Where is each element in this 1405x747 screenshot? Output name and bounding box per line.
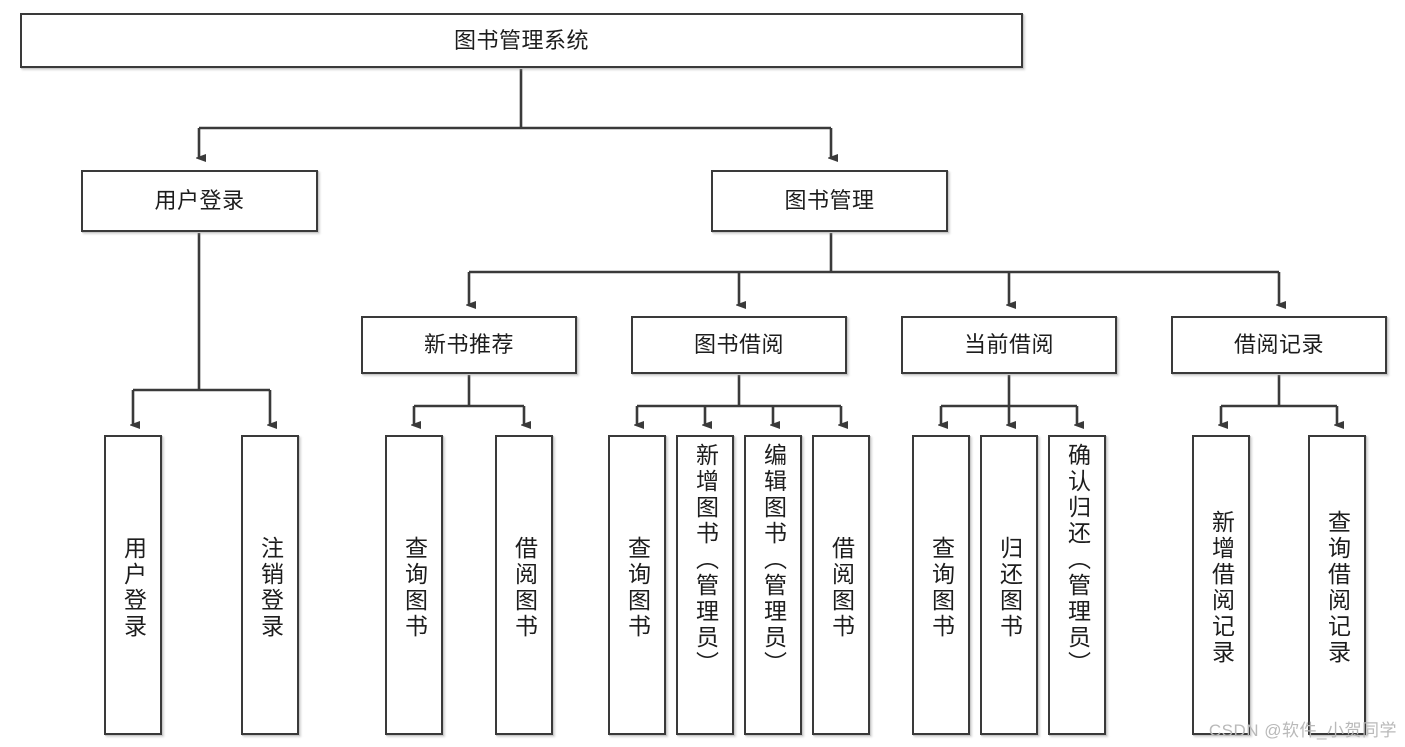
leaf-query-book-borrow-label: 查询图书 <box>624 536 651 640</box>
node-user-login-label: 用户登录 <box>154 188 245 214</box>
node-new-book-recommend-label: 新书推荐 <box>423 332 514 358</box>
leaf-logout-label: 注销登录 <box>257 536 284 640</box>
leaf-borrow-book-label: 借阅图书 <box>828 536 855 640</box>
leaf-query-borrow-record-label: 查询借阅记录 <box>1324 510 1351 666</box>
leaf-add-book-admin[interactable]: 新增图书（管理员） <box>676 435 734 735</box>
leaf-user-login-label: 用户登录 <box>120 536 147 640</box>
leaf-user-login[interactable]: 用户登录 <box>104 435 162 735</box>
leaf-confirm-return-admin-label: 确认归还（管理员） <box>1064 443 1091 677</box>
leaf-confirm-return-admin[interactable]: 确认归还（管理员） <box>1048 435 1106 735</box>
node-current-borrow-label: 当前借阅 <box>963 332 1054 358</box>
node-book-borrow[interactable]: 图书借阅 <box>631 316 847 374</box>
node-new-book-recommend[interactable]: 新书推荐 <box>361 316 577 374</box>
leaf-query-book-recommend-label: 查询图书 <box>401 536 428 640</box>
leaf-logout[interactable]: 注销登录 <box>241 435 299 735</box>
leaf-edit-book-admin-label: 编辑图书（管理员） <box>760 443 787 677</box>
leaf-query-book-current-label: 查询图书 <box>928 536 955 640</box>
node-borrow-record-label: 借阅记录 <box>1233 332 1324 358</box>
leaf-return-book-label: 归还图书 <box>996 536 1023 640</box>
leaf-add-borrow-record-label: 新增借阅记录 <box>1208 510 1235 666</box>
leaf-query-book-borrow[interactable]: 查询图书 <box>608 435 666 735</box>
leaf-query-book-current[interactable]: 查询图书 <box>912 435 970 735</box>
node-current-borrow[interactable]: 当前借阅 <box>901 316 1117 374</box>
leaf-add-book-admin-label: 新增图书（管理员） <box>692 443 719 677</box>
leaf-query-book-recommend[interactable]: 查询图书 <box>385 435 443 735</box>
leaf-borrow-book[interactable]: 借阅图书 <box>812 435 870 735</box>
leaf-add-borrow-record[interactable]: 新增借阅记录 <box>1192 435 1250 735</box>
node-book-management[interactable]: 图书管理 <box>711 170 948 232</box>
node-borrow-record[interactable]: 借阅记录 <box>1171 316 1387 374</box>
leaf-borrow-book-recommend-label: 借阅图书 <box>511 536 538 640</box>
node-root-system[interactable]: 图书管理系统 <box>20 13 1023 68</box>
leaf-return-book[interactable]: 归还图书 <box>980 435 1038 735</box>
leaf-edit-book-admin[interactable]: 编辑图书（管理员） <box>744 435 802 735</box>
leaf-borrow-book-recommend[interactable]: 借阅图书 <box>495 435 553 735</box>
node-book-borrow-label: 图书借阅 <box>693 332 784 358</box>
leaf-query-borrow-record[interactable]: 查询借阅记录 <box>1308 435 1366 735</box>
node-root-system-label: 图书管理系统 <box>453 27 589 53</box>
node-user-login[interactable]: 用户登录 <box>81 170 318 232</box>
node-book-management-label: 图书管理 <box>784 188 875 214</box>
